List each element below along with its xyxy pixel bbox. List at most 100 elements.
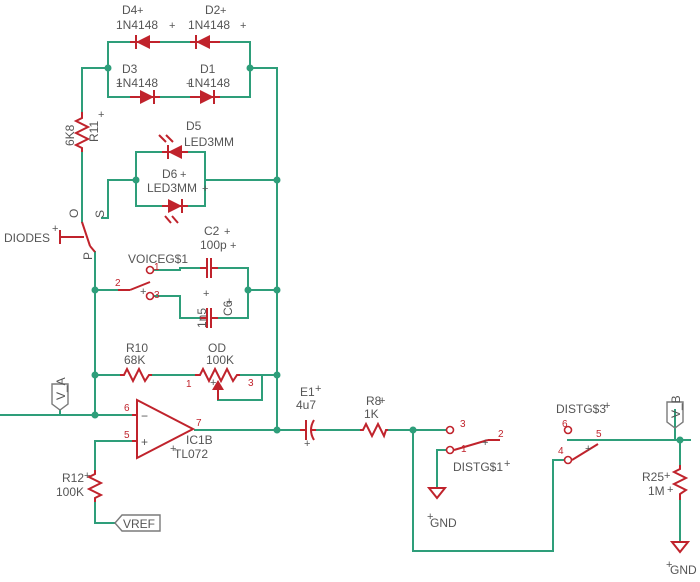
plus-mark: + bbox=[226, 296, 232, 308]
plus-mark: + bbox=[585, 443, 591, 455]
voiceg-pin-3: 3 bbox=[154, 290, 160, 301]
gnd2-label: GND bbox=[670, 563, 697, 577]
origin-marks: + + + + + + + + + + + + + + + + + + + + … bbox=[52, 5, 673, 571]
c2-name: C2 bbox=[204, 224, 220, 238]
junctions bbox=[91, 64, 684, 444]
resistor-r10: R10 68K bbox=[120, 341, 152, 384]
plus-mark: + bbox=[180, 169, 186, 181]
switch-pin-s: S bbox=[93, 210, 107, 218]
diodes-switch: DIODES O S P bbox=[4, 209, 107, 260]
capacitor-c6: 1n5 C6 bbox=[195, 300, 235, 328]
plus-mark: + bbox=[230, 240, 236, 252]
distg3-pin-6: 6 bbox=[562, 419, 568, 430]
junction-dot bbox=[273, 176, 281, 184]
vref-label: VREF bbox=[123, 517, 155, 531]
capacitor-e1: E1 4u7 bbox=[296, 385, 316, 441]
resistor-r25: R25 1M bbox=[642, 465, 689, 500]
plus-mark: + bbox=[203, 288, 209, 300]
d5-value: LED3MM bbox=[184, 135, 234, 149]
plus-mark: + bbox=[84, 470, 90, 482]
distg1-name: DISTG$1 bbox=[453, 460, 503, 474]
distg1-switch: 3 1 2 DISTG$1 bbox=[445, 419, 504, 474]
distg3-pin-5: 5 bbox=[596, 429, 602, 440]
distg3-contact-4 bbox=[563, 455, 573, 465]
voiceg-pin-1: 1 bbox=[154, 262, 160, 273]
plus-mark: + bbox=[169, 20, 175, 32]
plus-mark: + bbox=[666, 559, 672, 571]
e1-value: 4u7 bbox=[296, 398, 316, 412]
wires bbox=[0, 41, 691, 552]
d4-value: 1N4148 bbox=[116, 18, 158, 32]
d6-name: D6 bbox=[162, 167, 178, 181]
distg1-pin-1: 1 bbox=[461, 444, 467, 455]
plus-mark: + bbox=[482, 437, 488, 449]
junction-dot bbox=[91, 286, 99, 294]
opamp-pin-7: 7 bbox=[196, 418, 202, 429]
d2-value: 1N4148 bbox=[188, 18, 230, 32]
junction-dot bbox=[273, 371, 281, 379]
od-value: 100K bbox=[206, 353, 234, 367]
opamp-plus: + bbox=[141, 435, 148, 449]
d6-value: LED3MM bbox=[147, 181, 197, 195]
r25-name: R25 bbox=[642, 470, 664, 484]
diode-d3: D3 1N4148 bbox=[116, 62, 160, 104]
plus-mark: + bbox=[170, 443, 176, 455]
r10-name: R10 bbox=[126, 341, 148, 355]
led-d5: D5 LED3MM bbox=[158, 119, 234, 159]
junction-dot bbox=[91, 371, 99, 379]
r8-name: R8 bbox=[366, 394, 382, 408]
net-flag-va: V_A bbox=[51, 377, 69, 411]
d3-value: 1N4148 bbox=[116, 76, 158, 90]
c6-value: 1n5 bbox=[195, 308, 209, 328]
diode-d1: D1 1N4148 bbox=[188, 62, 230, 104]
c6-name: C6 bbox=[221, 300, 235, 316]
plus-mark: + bbox=[186, 78, 192, 90]
diode-d4: D4 1N4148 bbox=[116, 3, 160, 49]
net-flag-vref: VREF bbox=[114, 514, 161, 532]
junction-dot bbox=[676, 436, 684, 444]
voiceg-name: VOICEG$1 bbox=[128, 252, 188, 266]
opamp-pin-6: 6 bbox=[124, 403, 130, 414]
plus-mark: + bbox=[667, 484, 673, 496]
junction-dot bbox=[273, 426, 281, 434]
diodes-label: DIODES bbox=[4, 231, 50, 245]
voiceg-contact-3 bbox=[145, 291, 155, 301]
capacitor-c2: C2 100p bbox=[200, 224, 227, 278]
plus-mark: + bbox=[98, 109, 104, 121]
d4-name: D4 bbox=[122, 3, 138, 17]
switch-pin-p: P bbox=[81, 252, 95, 260]
r25-value: 1M bbox=[648, 484, 665, 498]
opamp-minus: − bbox=[141, 409, 148, 423]
diode-d2: D2 1N4148 bbox=[188, 3, 230, 49]
plus-mark: + bbox=[379, 395, 385, 407]
plus-mark: + bbox=[116, 78, 122, 90]
plus-mark: + bbox=[664, 470, 670, 482]
va-label: V_A bbox=[54, 377, 68, 400]
junction-dot bbox=[246, 64, 254, 72]
plus-mark: + bbox=[240, 20, 246, 32]
plus-mark: + bbox=[504, 458, 510, 470]
vb-label: V_B bbox=[669, 395, 683, 418]
e1-name: E1 bbox=[300, 385, 315, 399]
distg1-pin-2: 2 bbox=[498, 429, 504, 440]
distg3-contact-6 bbox=[563, 425, 573, 435]
led-d6: D6 LED3MM bbox=[147, 167, 197, 224]
distg1-contact-1 bbox=[445, 445, 455, 455]
junction-dot bbox=[409, 426, 417, 434]
opamp-ic1b: − + 6 5 7 IC1B TL072 bbox=[124, 398, 213, 461]
plus-mark: + bbox=[137, 5, 143, 17]
junction-dot bbox=[132, 176, 140, 184]
voiceg-contact-1 bbox=[145, 265, 155, 275]
ic1b-name: IC1B bbox=[186, 433, 213, 447]
plus-mark: + bbox=[304, 438, 310, 450]
od-name: OD bbox=[208, 341, 226, 355]
net-flag-vb: V_B bbox=[666, 395, 684, 429]
plus-mark: + bbox=[52, 223, 58, 235]
od-pin-1: 1 bbox=[186, 379, 192, 390]
plus-mark: + bbox=[604, 400, 610, 412]
r12-value: 100K bbox=[56, 485, 84, 499]
junction-dot bbox=[91, 411, 99, 419]
distg1-pin-3: 3 bbox=[460, 419, 466, 430]
opamp-pin-5: 5 bbox=[124, 430, 130, 441]
